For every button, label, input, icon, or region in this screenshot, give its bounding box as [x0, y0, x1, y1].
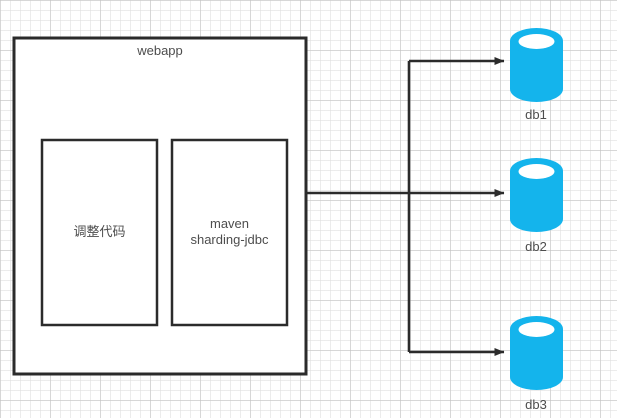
- db1-label: db1: [525, 107, 547, 122]
- adjust-code-label: 调整代码: [73, 224, 126, 239]
- db2-cylinder[interactable]: [510, 158, 563, 233]
- webapp-title-label: webapp: [137, 43, 183, 58]
- adjust-code-box[interactable]: [40, 138, 159, 327]
- maven-sharding-jdbc-box[interactable]: [170, 138, 289, 327]
- db1-cylinder[interactable]: [510, 28, 563, 103]
- db2-label: db2: [525, 239, 547, 254]
- maven-sharding-jdbc-label: maven sharding-jdbc: [190, 216, 269, 247]
- db3-cylinder[interactable]: [510, 316, 563, 391]
- db3-label: db3: [525, 397, 547, 412]
